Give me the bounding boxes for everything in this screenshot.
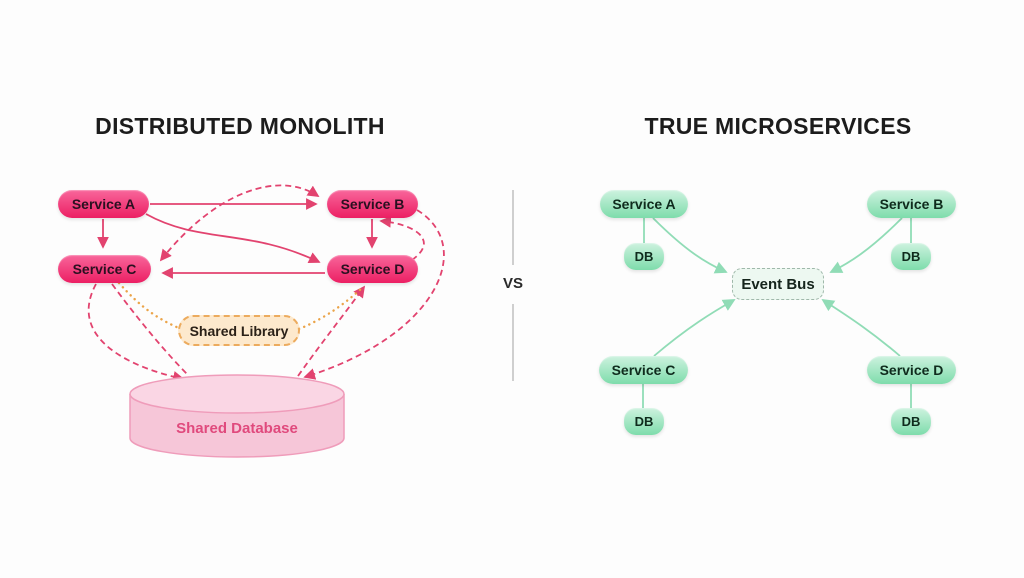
monolith-service-c: Service C	[58, 255, 151, 283]
edge-c-to-database-bow	[87, 283, 185, 383]
db-node-a: DB	[624, 243, 664, 270]
micro-service-b: Service B	[867, 190, 956, 218]
edge-c-to-library	[117, 281, 183, 331]
edge-library-to-d	[297, 285, 365, 331]
db-node-c: DB	[624, 408, 664, 435]
micro-service-c: Service C	[599, 356, 688, 384]
db-node-d: DB	[891, 408, 931, 435]
edge-svc-b-to-bus	[829, 217, 903, 273]
shared-database-label: Shared Database	[176, 420, 298, 437]
database-top	[129, 374, 345, 414]
edge-c-b-arc	[159, 184, 320, 262]
edge-svc-d-to-bus	[821, 298, 901, 357]
divider-line-top	[512, 190, 514, 265]
db-node-b: DB	[891, 243, 931, 270]
edge-svc-a-to-bus	[652, 217, 728, 274]
divider-line-bottom	[512, 304, 514, 381]
edge-svc-c-to-bus	[653, 299, 736, 357]
edge-a-to-d	[145, 213, 321, 263]
micro-service-a: Service A	[600, 190, 688, 218]
edge-b-to-database-arc	[303, 209, 445, 380]
left-panel-title: DISTRIBUTED MONOLITH	[95, 113, 385, 139]
shared-database-cylinder	[129, 374, 345, 458]
edge-database-to-d	[297, 285, 366, 377]
right-panel-title: TRUE MICROSERVICES	[644, 113, 912, 139]
monolith-service-a: Service A	[58, 190, 149, 218]
vs-label: VS	[502, 275, 523, 292]
event-bus-node: Event Bus	[732, 268, 824, 300]
shared-library-node: Shared Library	[178, 315, 300, 346]
monolith-service-b: Service B	[327, 190, 418, 218]
monolith-service-d: Service D	[327, 255, 418, 283]
micro-service-d: Service D	[867, 356, 956, 384]
